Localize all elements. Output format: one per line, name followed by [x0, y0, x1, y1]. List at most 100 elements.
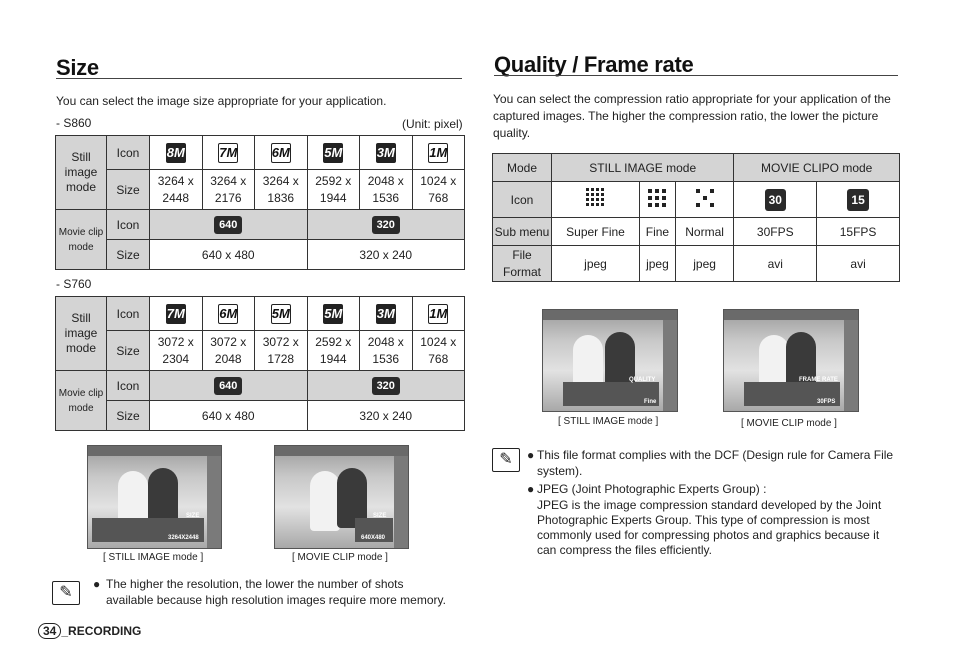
size-row-header: Size	[106, 239, 150, 270]
caption-still-size: [ STILL IMAGE mode ]	[103, 552, 204, 563]
size-6m-icon: 6M	[218, 303, 239, 324]
quality-icon-cell	[551, 181, 640, 218]
size-icon-cell: 1M	[411, 135, 465, 170]
page-number: 34	[38, 623, 62, 639]
format-value: jpeg	[674, 245, 735, 282]
super-fine-icon	[585, 188, 604, 206]
format-row-header: File Format	[492, 245, 552, 282]
submenu-row-header: Sub menu	[492, 217, 552, 246]
mode-header: Mode	[492, 153, 552, 182]
size-icon-cell: 5M	[306, 135, 360, 170]
size-5m-icon: 5M	[323, 142, 344, 163]
lcd-quality-label: QUALITY	[629, 377, 656, 383]
size-row-header: Size	[106, 400, 150, 431]
format-value: avi	[733, 245, 818, 282]
note-jpeg-body: JPEG is the image compression standard d…	[537, 498, 882, 557]
size-icon-cell: 1M	[411, 296, 465, 331]
lcd-size-value: 3264X2448	[168, 535, 199, 541]
movie-size-value: 320 x 240	[306, 239, 465, 270]
submenu-value: Fine	[639, 217, 676, 246]
icon-row-header: Icon	[106, 135, 150, 170]
lcd-still-quality-screenshot: QUALITY Fine	[542, 309, 678, 412]
quality-title-rule	[494, 75, 898, 76]
s760-label: - S760	[56, 277, 92, 291]
icon-row-header: Icon	[106, 296, 150, 331]
size-title-rule	[56, 78, 462, 79]
lcd-quality-value: Fine	[644, 399, 657, 405]
still-mode-header: Still image mode	[55, 135, 107, 210]
size-7m-icon: 7M	[218, 142, 239, 163]
movie-320-icon: 320	[371, 215, 400, 234]
movie-640-icon: 640	[214, 376, 243, 395]
movie-640-icon: 640	[214, 215, 243, 234]
size-note: ● The higher the resolution, the lower t…	[93, 577, 446, 607]
movie-icon-cell: 640	[149, 370, 308, 401]
s860-label: - S860	[56, 116, 92, 130]
s760-size-table: Still image mode Icon 7M 6M 5M 5M 3M 1M …	[55, 296, 465, 431]
icon-row-header: Icon	[492, 181, 552, 218]
caption-still-quality: [ STILL IMAGE mode ]	[558, 416, 659, 427]
size-5m-icon: 5M	[323, 303, 344, 324]
quality-notes: ● This file format complies with the DCF…	[527, 447, 899, 558]
lcd-movie-quality-screenshot: FRAME RATE 30FPS	[723, 309, 859, 412]
size-row-header: Size	[106, 169, 150, 210]
size-icon-cell: 6M	[254, 135, 308, 170]
lcd-size-label: SIZE	[373, 513, 387, 519]
note-icon: ✎	[492, 448, 520, 472]
size-title: Size	[56, 55, 99, 80]
lcd-frame-rate-label: FRAME RATE	[799, 377, 838, 383]
note-dcf: This file format complies with the DCF (…	[537, 448, 894, 478]
still-mode-header: Still image mode	[55, 296, 107, 371]
format-value: jpeg	[551, 245, 640, 282]
size-icon-cell: 5M	[306, 296, 360, 331]
lcd-movie-size-value: 640X480	[361, 535, 386, 541]
note-icon: ✎	[52, 581, 80, 605]
movie-icon-cell: 640	[149, 209, 308, 240]
size-3m-icon: 3M	[375, 303, 396, 324]
movie-size-value: 320 x 240	[306, 400, 465, 431]
quality-icon-cell: 15	[816, 181, 900, 218]
movie-size-value: 640 x 480	[149, 239, 308, 270]
movie-header: MOVIE CLIPO mode	[733, 153, 900, 182]
s860-size-table: Still image mode Icon 8M 7M 6M 5M 3M 1M …	[55, 135, 465, 270]
size-icon-cell: 5M	[254, 296, 308, 331]
movie-320-icon: 320	[371, 376, 400, 395]
lcd-movie-size-screenshot: SIZE 640X480	[274, 445, 409, 549]
format-value: avi	[816, 245, 900, 282]
size-icon-cell: 7M	[149, 296, 203, 331]
movie-mode-header: Movie clip mode	[55, 370, 107, 431]
size-row-header: Size	[106, 330, 150, 371]
movie-mode-header: Movie clip mode	[55, 209, 107, 270]
caption-movie-size: [ MOVIE CLIP mode ]	[292, 552, 388, 563]
movie-size-value: 640 x 480	[149, 400, 308, 431]
size-icon-cell: 3M	[359, 296, 413, 331]
quality-table: Mode STILL IMAGE mode MOVIE CLIPO mode I…	[492, 153, 900, 282]
size-1m-icon: 1M	[428, 303, 449, 324]
unit-label: (Unit: pixel)	[402, 117, 463, 131]
movie-icon-cell: 320	[306, 370, 465, 401]
caption-movie-quality: [ MOVIE CLIP mode ]	[741, 418, 837, 429]
size-7m-icon: 7M	[165, 303, 186, 324]
submenu-value: 15FPS	[816, 217, 900, 246]
quality-icon-cell: 30	[733, 181, 818, 218]
note-jpeg-title: JPEG (Joint Photographic Experts Group) …	[537, 482, 767, 496]
quality-icon-cell	[639, 181, 676, 218]
normal-icon	[695, 189, 714, 207]
size-icon-cell: 8M	[149, 135, 203, 170]
size-icon-cell: 3M	[359, 135, 413, 170]
still-header: STILL IMAGE mode	[550, 153, 735, 182]
page-footer: 34_RECORDING	[38, 623, 141, 639]
submenu-value: 30FPS	[733, 217, 818, 246]
size-1m-icon: 1M	[428, 142, 449, 163]
fps-30-icon: 30	[764, 188, 786, 211]
icon-row-header: Icon	[106, 370, 150, 401]
fps-15-icon: 15	[847, 188, 869, 211]
icon-row-header: Icon	[106, 209, 150, 240]
